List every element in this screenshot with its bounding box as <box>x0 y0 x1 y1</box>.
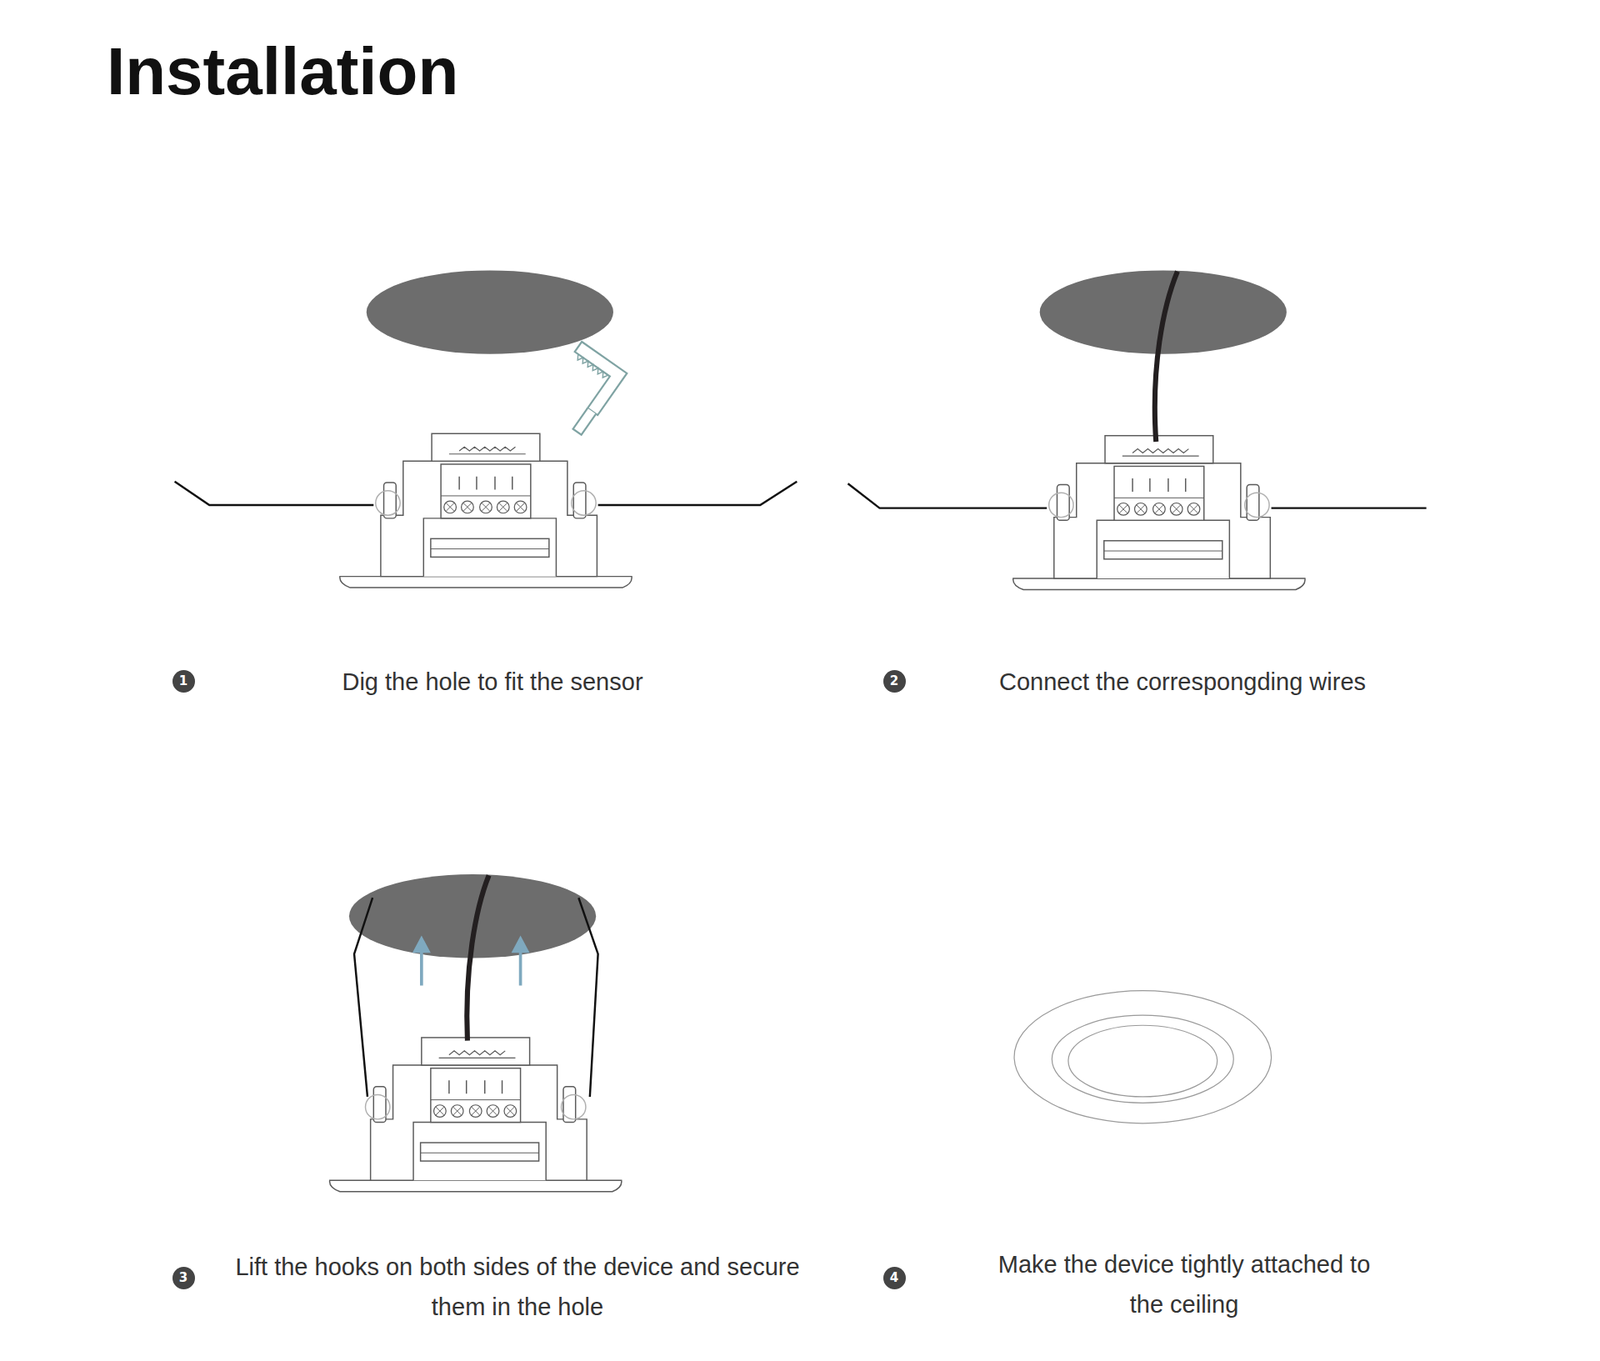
spring-clip <box>354 897 373 1097</box>
callout-number: 4 <box>890 1270 899 1285</box>
spring-clip <box>578 897 598 1097</box>
sensor-device <box>330 1037 622 1192</box>
ceiling-hole <box>366 270 614 354</box>
callout-badge: 3 <box>172 1266 195 1290</box>
step-caption: Lift the hooks on both sides of the devi… <box>217 1246 818 1327</box>
cable <box>466 875 489 1040</box>
spring-clip <box>1271 506 1427 509</box>
callout-badge: 2 <box>883 670 906 693</box>
page-title: Installation <box>106 33 459 110</box>
saw <box>537 341 627 436</box>
mounted-sensor <box>1014 990 1271 1124</box>
callout-number: 3 <box>179 1270 188 1285</box>
sensor-device <box>1013 435 1305 590</box>
lift-arrow <box>412 935 530 986</box>
step-caption: Make the device tightly attached to the … <box>980 1244 1389 1325</box>
callout-number: 1 <box>179 673 188 689</box>
callout-badge: 1 <box>172 670 195 693</box>
step-caption: Connect the correspongding wires <box>915 661 1450 702</box>
sensor-device <box>340 433 632 588</box>
step-caption: Dig the hole to fit the sensor <box>225 661 760 702</box>
callout-badge: 4 <box>883 1266 906 1290</box>
spring-clip <box>598 481 798 505</box>
cable <box>1155 271 1178 442</box>
spring-clip <box>175 481 375 505</box>
callout-number: 2 <box>890 673 899 689</box>
spring-clip <box>848 483 1048 508</box>
